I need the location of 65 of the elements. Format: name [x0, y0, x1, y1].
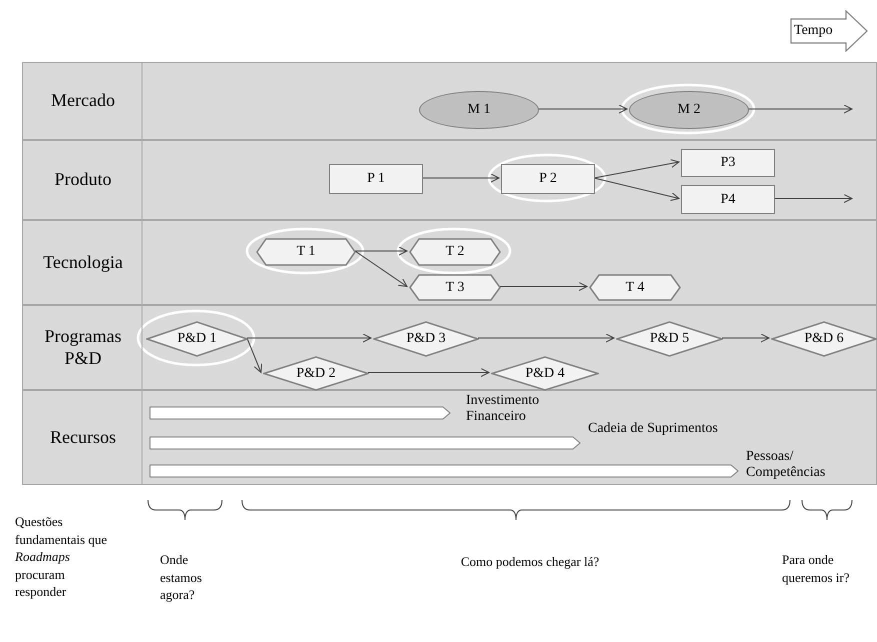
swimlane — [22, 62, 877, 140]
node-label: P3 — [720, 155, 736, 171]
program-diamond — [146, 321, 248, 357]
node-label: P 1 — [367, 171, 385, 187]
node-label: M 2 — [678, 102, 700, 118]
question-text: Onde estamos agora? — [160, 551, 203, 604]
lane-header: Mercado — [50, 89, 116, 112]
swimlane — [22, 140, 877, 220]
node-label: P&D 2 — [296, 366, 336, 382]
question-text: Como podemos chegar lá? — [460, 553, 600, 571]
node-label: T 3 — [446, 280, 464, 296]
node-label: P&D 5 — [650, 331, 690, 347]
bar-label: Investimento Financeiro — [466, 393, 540, 426]
resource-bar — [149, 464, 739, 478]
node-label: P&D 6 — [804, 331, 844, 347]
node-label: T 1 — [296, 244, 316, 260]
swimlane — [22, 390, 877, 485]
arrow — [538, 104, 628, 114]
resource-bar — [149, 406, 451, 420]
arrow — [246, 338, 262, 373]
milestone-ellipse — [629, 91, 749, 129]
arrow — [500, 282, 588, 291]
technology-hexagon — [256, 238, 356, 266]
arrow — [748, 104, 852, 114]
bar-label: Cadeia de Suprimentos — [588, 421, 718, 438]
time-arrow — [790, 10, 868, 52]
node-label: M 1 — [468, 102, 490, 118]
question-text: Para onde queremos ir? — [782, 551, 851, 586]
arrow — [594, 178, 680, 202]
arrow — [368, 368, 490, 377]
resource-bar — [149, 436, 581, 450]
node-label: P&D 1 — [177, 331, 217, 347]
arrow — [354, 246, 408, 256]
lane-header: Recursos — [49, 426, 117, 449]
program-diamond — [373, 321, 479, 357]
node-label: T 4 — [626, 280, 644, 296]
lane-header: Produto — [53, 168, 112, 192]
program-diamond — [616, 321, 723, 357]
node-label: P 2 — [539, 171, 557, 187]
product-box — [501, 164, 595, 194]
technology-hexagon — [589, 274, 681, 301]
swimlane — [22, 220, 877, 305]
arrow — [722, 334, 770, 342]
lane-header: Programas P&D — [44, 324, 122, 370]
swimlane — [22, 305, 877, 390]
technology-hexagon — [409, 238, 501, 266]
lane-header: Tecnologia — [42, 250, 124, 274]
product-box — [681, 149, 775, 177]
product-box — [681, 185, 775, 214]
arrow — [422, 174, 500, 182]
node-label: Tempo — [794, 23, 833, 39]
arrow — [354, 250, 408, 287]
arrow — [478, 334, 614, 342]
program-diamond — [771, 321, 877, 357]
arrow — [594, 159, 680, 178]
side-note: Questões fundamentais que Roadmaps procuram responder — [15, 513, 108, 601]
arrow — [774, 194, 852, 203]
bar-label: Pessoas/ Competências — [746, 449, 826, 482]
arrow — [246, 334, 372, 342]
node-label: P&D 4 — [525, 366, 565, 382]
technology-hexagon — [409, 274, 501, 301]
node-label: P&D 3 — [406, 331, 446, 347]
node-label: P4 — [720, 192, 736, 208]
product-box — [329, 164, 423, 194]
node-label: T 2 — [446, 244, 464, 260]
